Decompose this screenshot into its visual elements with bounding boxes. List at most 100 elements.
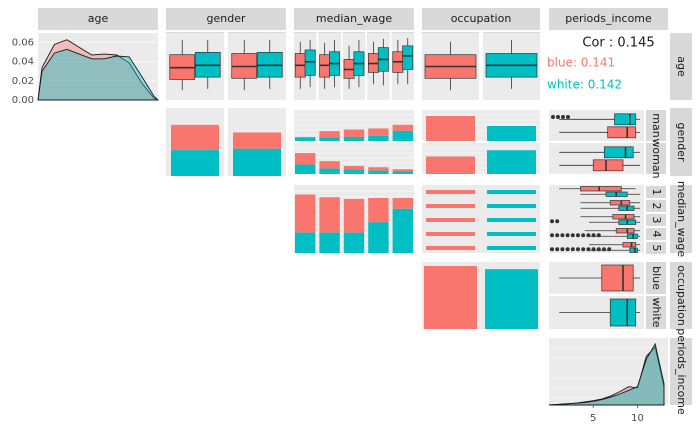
gmw-bar-woman-2-blue [319,161,340,169]
row-strip-label: occupation [675,265,688,326]
gmw-bar-woman-2-white [319,168,340,174]
gmw-bar-man-1-blue [295,136,316,138]
piocc-box-blue [601,264,634,292]
outlier-point [550,233,554,238]
column-strip [294,8,414,30]
mw-bar-1-white [295,232,316,253]
y-tick-label: 0.06 [12,38,34,49]
mw-bar-1-blue [295,194,316,233]
row-level-strip-label: white [650,297,663,327]
occ-bar-blue [424,266,477,329]
mw-bar-5-blue [392,197,413,209]
outlier-point [591,233,596,238]
outlier-point [551,115,555,119]
gmw-bar-woman-4-blue [368,167,389,171]
piocc-box-white [609,298,637,327]
pimw-box-2-white [618,205,635,211]
outlier-point [565,247,570,252]
outlier-point [581,247,586,252]
outlier-point [560,233,565,238]
y-tick-label: 0.02 [12,76,34,87]
mw-bar-2-blue [319,197,340,233]
correlation-group: white: 0.142 [547,78,622,92]
outlier-point [550,219,554,224]
omw-bar-blue-5 [426,246,475,250]
pi-box-man-blue [607,126,637,139]
row-level-strip-label: 5 [650,245,663,252]
outlier-point [586,233,591,238]
row-level-strip-label: woman [650,138,663,178]
row-level-strip [646,262,666,294]
pimw-box-3-blue [612,214,635,220]
mw-bar-2-white [319,232,340,253]
column-strip-label: periods_income [565,12,652,25]
mw-bar-5-white [392,208,413,253]
x-tick-label: 10 [631,413,644,424]
pi-box-woman-blue [592,159,624,172]
pi-density-white [548,342,665,406]
y-tick-label: 0.04 [12,57,34,68]
outlier-point [561,115,565,119]
column-strip [38,8,158,30]
correlation-overall: Cor : 0.145 [582,36,654,51]
panel-background [549,338,668,405]
pimw-box-1-blue [580,186,622,192]
gmw-bar-man-1-white [295,137,316,141]
outlier-point [556,115,560,119]
row-level-strip [646,214,666,226]
column-strip [422,8,540,30]
mw-bar-3-white [343,232,365,253]
pimw-box-2-blue [609,200,631,206]
mw-bar-3-blue [343,198,365,233]
gmw-bar-man-2-blue [319,131,340,138]
row-strip [670,33,692,100]
box-age-mw1-white [304,49,316,76]
pi-box-woman-white [603,146,634,159]
row-level-strip [646,200,666,212]
column-strip-label: occupation [451,12,512,25]
outlier-point [566,115,570,119]
gender-bar-man-blue [171,124,219,151]
gocc-bar-woman-blue [426,156,475,174]
omw-bar-white-3 [487,218,536,222]
gmw-bar-man-3-white [343,136,365,141]
outlier-point [602,247,606,252]
gmw-bar-man-5-white [392,130,413,141]
box-age-mw5-white [402,45,414,70]
column-strip-label: age [88,12,109,25]
gmw-bar-woman-3-white [343,169,365,174]
row-strip [670,338,692,405]
omw-bar-white-4 [487,232,536,236]
row-level-strip-label: blue [650,266,663,290]
y-tick-label: 0.00 [12,95,34,106]
pimw-box-4-white [626,233,638,239]
row-level-strip-label: 3 [650,217,663,224]
row-strip-label: periods_income [675,328,688,415]
mw-bar-4-blue [368,197,389,223]
outlier-point [565,233,570,238]
outlier-point [550,247,554,252]
outlier-point [586,247,591,252]
outlier-point [596,247,601,252]
gender-bar-man-white [171,150,219,176]
omw-bar-blue-4 [426,232,475,236]
outlier-point [576,233,580,238]
gocc-bar-woman-white [487,150,536,174]
outlier-point [555,233,560,238]
row-level-strip-label: man [650,113,663,137]
row-strip [670,185,692,253]
row-strip [670,262,692,329]
row-strip-label: gender [675,123,688,162]
omw-bar-white-2 [487,204,536,208]
omw-bar-blue-1 [426,190,475,194]
row-level-strip [646,186,666,198]
omw-bar-white-1 [487,190,536,194]
column-strip [166,8,286,30]
gocc-bar-man-blue [426,116,475,141]
gmw-bar-man-3-blue [343,129,365,137]
omw-bar-blue-3 [426,218,475,222]
outlier-point [576,247,580,252]
row-level-strip [646,110,666,141]
gender-bar-woman-blue [233,132,281,149]
